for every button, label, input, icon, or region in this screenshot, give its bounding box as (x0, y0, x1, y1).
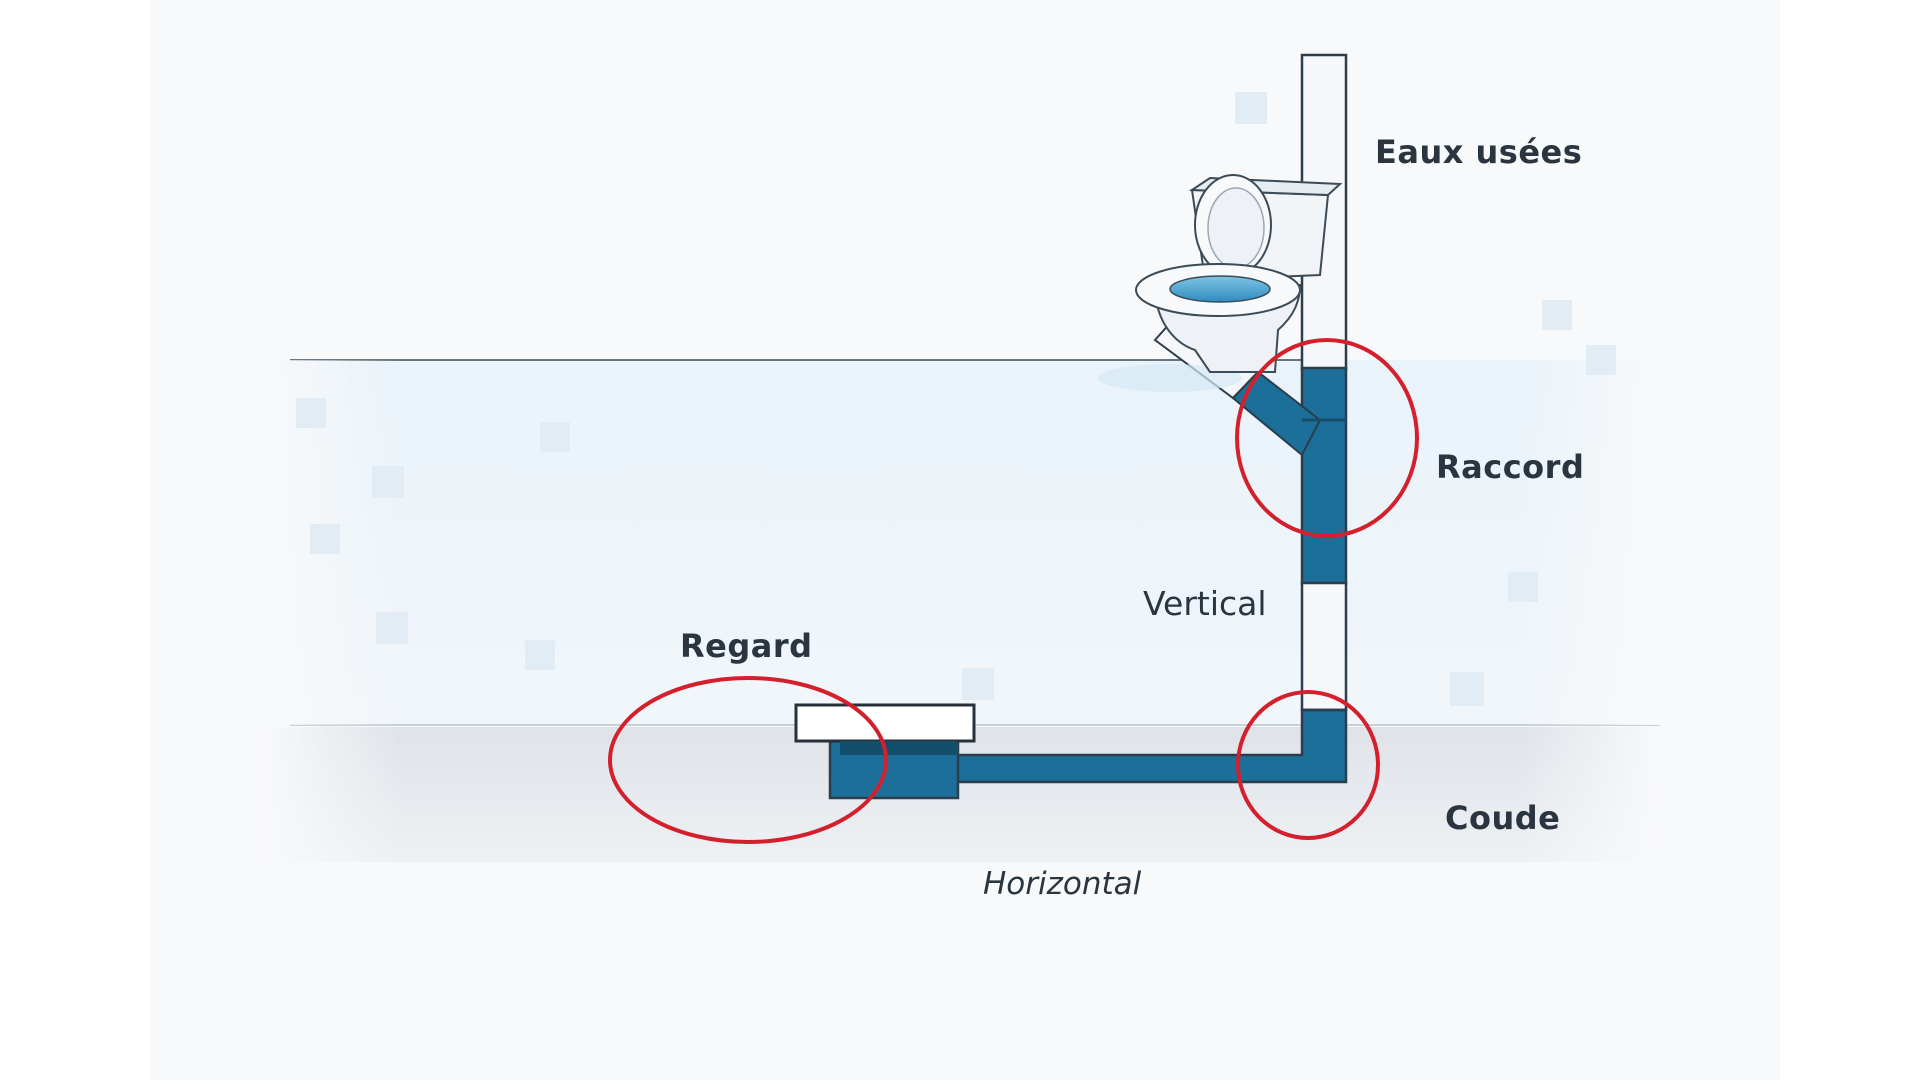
label-raccord: Raccord (1436, 448, 1585, 486)
regard-box (794, 703, 976, 800)
label-vertical: Vertical (1143, 584, 1267, 623)
label-regard: Regard (680, 627, 813, 665)
toilet-icon (1098, 174, 1343, 392)
regard-highlight-circle (608, 676, 888, 844)
coude-highlight-circle (1236, 690, 1380, 840)
label-horizontal: Horizontal (983, 866, 1142, 902)
ground-band (260, 727, 1660, 862)
label-eaux-usees: Eaux usées (1375, 133, 1583, 171)
raccord-highlight-circle (1235, 338, 1419, 538)
vertical-pipe (1300, 53, 1348, 712)
label-coude: Coude (1445, 799, 1561, 837)
wall-zone (260, 359, 1660, 726)
plumbing-scene (260, 53, 1660, 862)
decorative-squares (296, 92, 1616, 706)
diagram-canvas: Eaux usées Raccord Vertical Regard Coude… (150, 0, 1780, 1080)
highlight-circles (608, 338, 1419, 844)
